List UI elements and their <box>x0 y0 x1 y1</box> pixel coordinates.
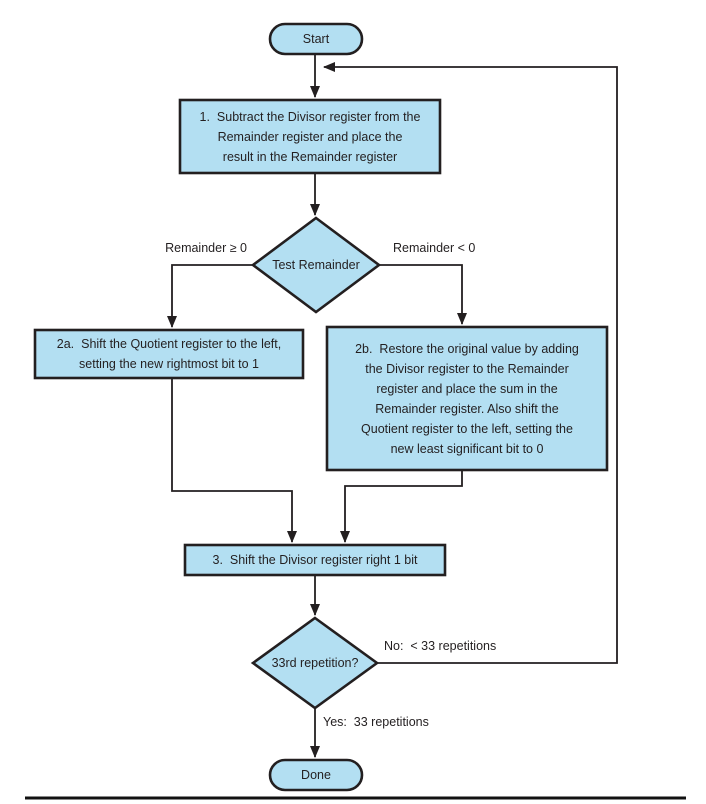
repetition-check-diamond: 33rd repetition? <box>235 653 395 673</box>
step1-line: Remainder register and place the <box>217 129 403 144</box>
step1-box-shape <box>178 98 442 175</box>
step2b-line: new least significant bit to 0 <box>390 441 544 456</box>
done-node: Done <box>270 760 362 790</box>
start-node-shape <box>268 22 364 56</box>
step2b-line: 2b. Restore the original value by adding <box>355 341 579 356</box>
edge-test-to-step2b <box>379 264 467 325</box>
test-remainder-diamond: Test Remainder <box>236 255 396 275</box>
step2b-line: register and place the sum in the <box>376 381 558 396</box>
edge-loopback-no <box>323 62 618 664</box>
step2a-box: 2a. Shift the Quotient register to the l… <box>35 330 303 378</box>
edge-step2b-to-step3 <box>340 470 463 543</box>
step2a-box-shape <box>33 328 305 380</box>
edge-label-no: No: < 33 repetitions <box>384 639 497 653</box>
step1-line: 1. Subtract the Divisor register from th… <box>199 109 421 124</box>
repetition-check-diamond-shape <box>250 616 380 710</box>
step3-label: 3. Shift the Divisor register right 1 bi… <box>212 553 418 567</box>
edge-label-remainder-lt-0: Remainder < 0 <box>393 241 476 255</box>
step2b-line: Remainder register. Also shift the <box>375 401 559 416</box>
edge-step2a-to-step3 <box>171 378 297 543</box>
step2b-line: Quotient register to the left, setting t… <box>361 421 573 436</box>
step1-box: 1. Subtract the Divisor register from th… <box>180 100 440 173</box>
start-label: Start <box>302 32 330 46</box>
step2b-box: 2b. Restore the original value by adding… <box>327 327 607 470</box>
step2a-line: 2a. Shift the Quotient register to the l… <box>56 337 282 351</box>
step3-box-shape <box>183 543 447 577</box>
step2b-box-shape <box>325 325 609 472</box>
step2b-line: the Divisor register to the Remainder <box>365 361 569 376</box>
edge-label-remainder-ge-0: Remainder ≥ 0 <box>165 241 247 255</box>
step2a-line: setting the new rightmost bit to 1 <box>79 357 259 371</box>
test-remainder-diamond-shape <box>250 216 382 314</box>
done-node-shape <box>268 758 364 792</box>
edge-label-yes: Yes: 33 repetitions <box>323 715 429 729</box>
test-remainder-label: Test Remainder <box>272 258 360 272</box>
repetition-check-label: 33rd repetition? <box>271 656 359 670</box>
step3-box: 3. Shift the Divisor register right 1 bi… <box>185 545 445 575</box>
start-node: Start <box>270 24 362 54</box>
step1-line: result in the Remainder register <box>222 149 398 164</box>
done-label: Done <box>301 768 331 782</box>
edge-test-to-step2a <box>167 264 253 328</box>
